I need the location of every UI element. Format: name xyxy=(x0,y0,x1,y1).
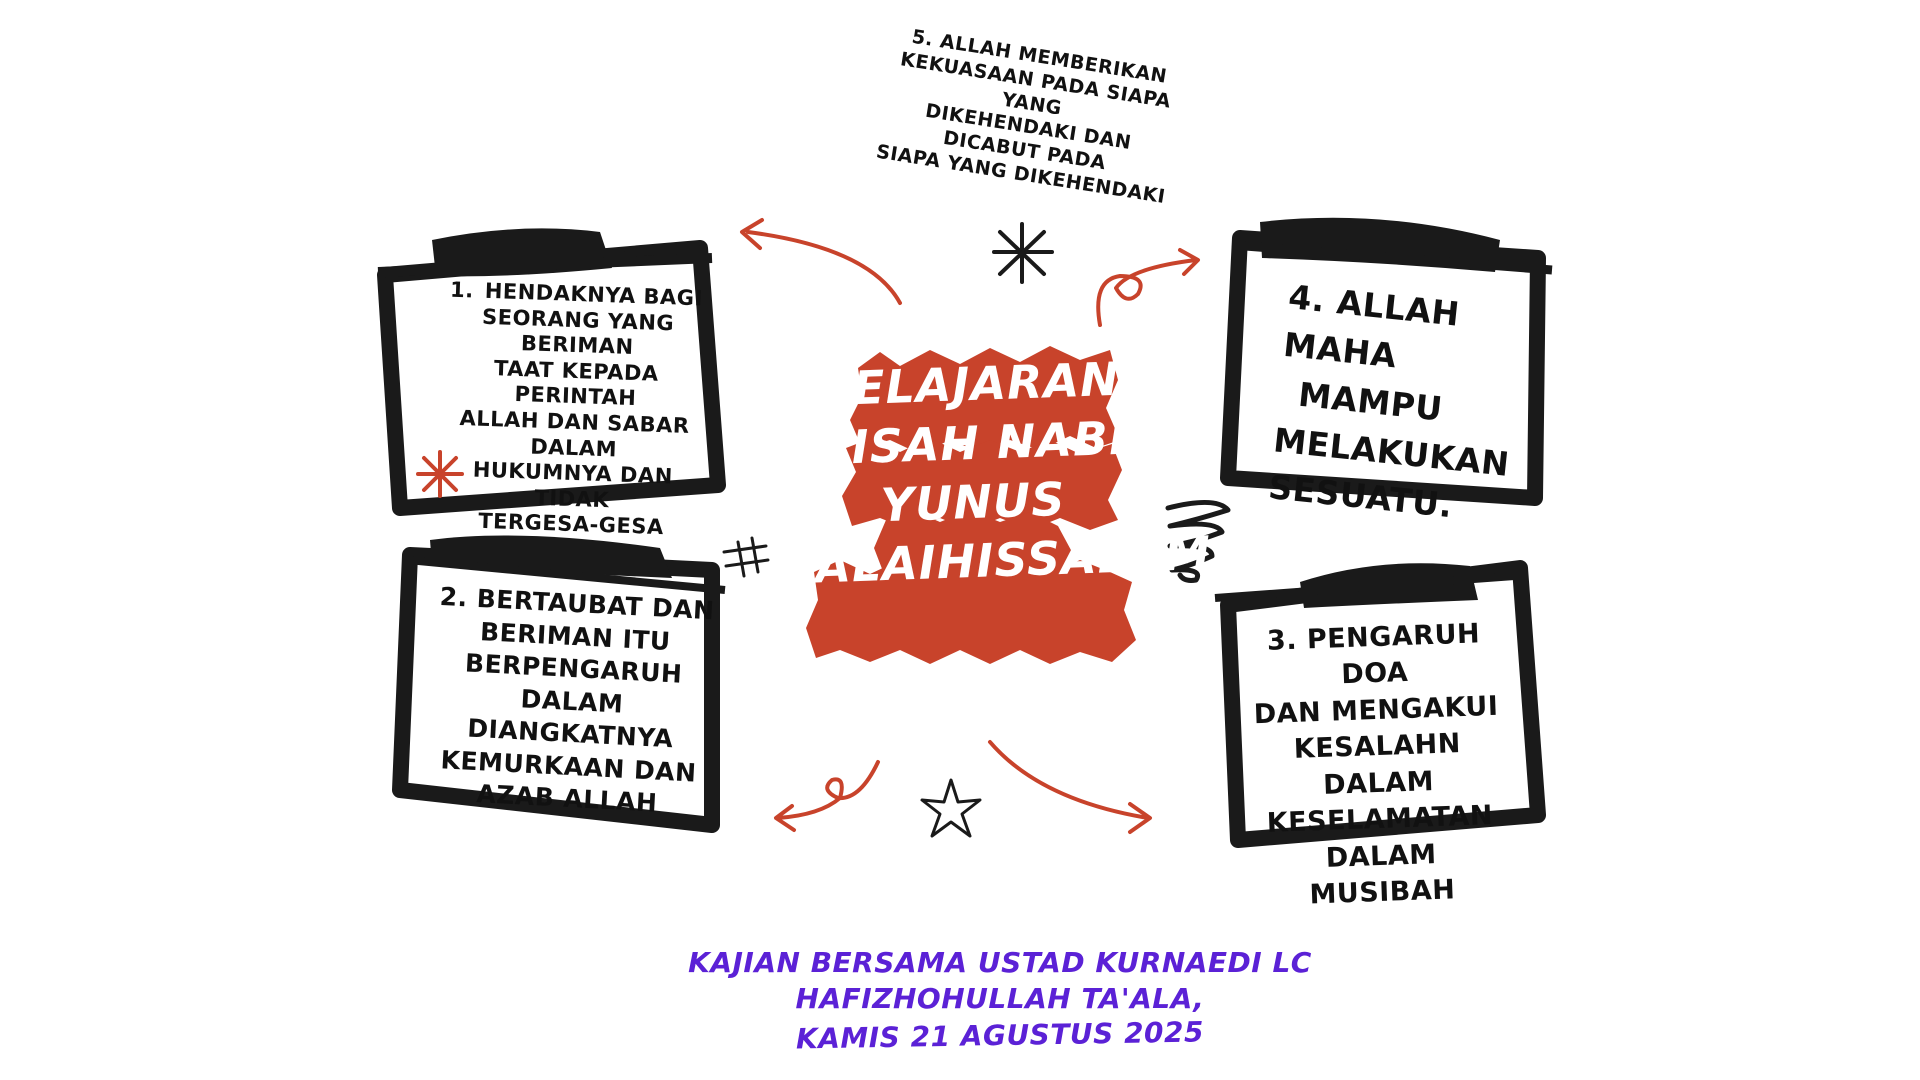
lesson-1-line: ALLAH DAN SABAR DALAM xyxy=(459,406,690,462)
box-1-frame xyxy=(377,228,726,516)
hash-icon xyxy=(722,536,770,578)
footer-line-2: KAMIS 21 AGUSTUS 2025 xyxy=(795,1015,1205,1056)
lesson-1-text: 1.HENDAKNYA BAGI SEORANG YANG BERIMAN TA… xyxy=(436,277,715,542)
lesson-3-text: 3. PENGARUH DOA DAN MENGAKUI KESALAHN DA… xyxy=(1233,615,1523,916)
title-line-4: ALAIHISSALAM xyxy=(814,525,1213,594)
lesson-1-line: TAAT KEPADA PERINTAH xyxy=(493,355,660,411)
title-line-2: KISAH NABI xyxy=(813,410,1128,476)
lesson-3-line: 3. PENGARUH DOA xyxy=(1266,618,1481,691)
title-line-1: PELAJARAN xyxy=(817,351,1121,417)
lesson-1-line: HUKUMNYA DAN TIDAK xyxy=(472,457,674,513)
lesson-4-text: 4. ALLAH MAHA MAMPU MELAKUKAN SESUATU. xyxy=(1266,273,1530,536)
lesson-1-number: 1. xyxy=(449,277,475,303)
squiggle-icon xyxy=(1165,499,1231,583)
footer-caption: KAJIAN BERSAMA USTAD KURNAEDI LC HAFIZHO… xyxy=(560,945,1440,1055)
box-4-frame xyxy=(1220,217,1553,506)
red-asterisk-icon xyxy=(416,450,464,498)
curved-arrow-icon xyxy=(740,218,1200,834)
lesson-2-text: 2. BERTAUBAT DAN BERIMAN ITU BERPENGARUH… xyxy=(426,581,718,823)
lesson-3-line: KESALAHN DALAM xyxy=(1293,728,1462,801)
title-background xyxy=(806,346,1136,664)
footer-line-1: KAJIAN BERSAMA USTAD KURNAEDI LC HAFIZHO… xyxy=(688,946,1312,1016)
lesson-1-line: SEORANG YANG BERIMAN xyxy=(481,304,675,360)
asterisk-icon xyxy=(992,222,1054,284)
center-title: PELAJARAN KISAH NABI YUNUS ALAIHISSALAM xyxy=(808,349,1213,596)
box-2-frame xyxy=(392,535,726,833)
star-icon xyxy=(920,778,982,838)
lesson-3-line: KESELAMATAN DALAM xyxy=(1266,800,1494,874)
box-3-frame xyxy=(1214,560,1546,848)
